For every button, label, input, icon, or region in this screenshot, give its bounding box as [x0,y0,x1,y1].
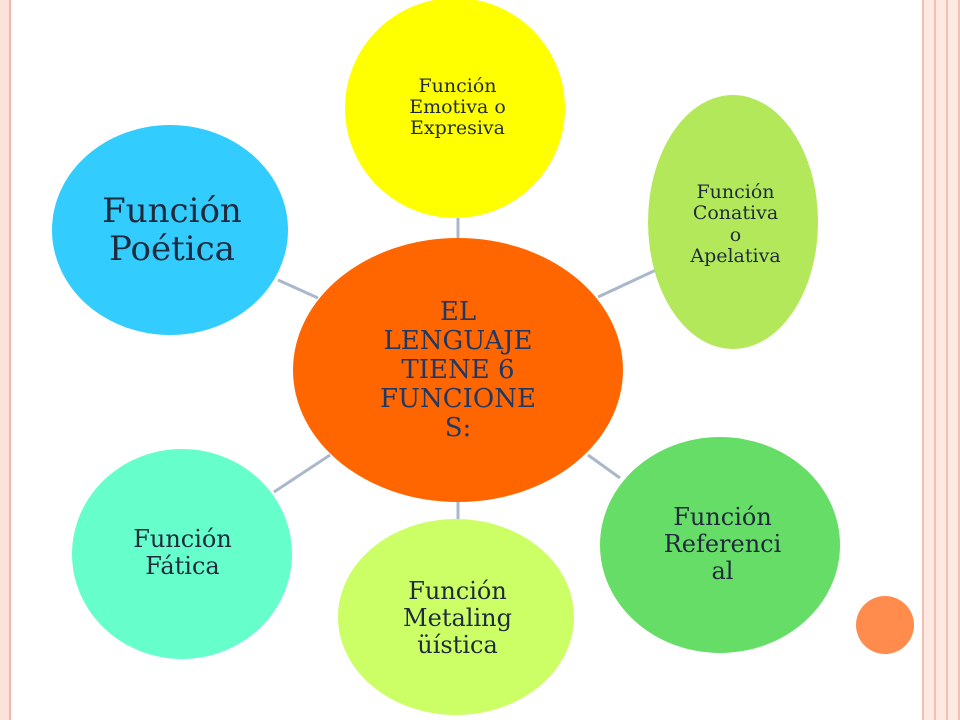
label-line: Función [102,190,242,231]
label-line: Metaling [403,604,512,633]
label-line: Poética [109,229,235,269]
label-poetica: Función Poética [72,180,272,280]
label-line: Apelativa [690,244,781,267]
label-conativa: Función Conativa o Apelativa [668,152,803,297]
label-line: Expresiva [410,117,505,140]
node-metalinguistica [338,519,574,715]
node-emotiva [345,0,565,218]
label-fatica: Función Fática [95,508,270,598]
label-metalinguistica: Función Metaling üística [365,556,550,681]
center-label: EL LENGUAJE TIENE 6 FUNCIONE S: [318,258,598,483]
slide-left-border [0,0,11,720]
connector-poetica [277,278,319,300]
label-line: Función [408,577,507,606]
label-line: o [729,223,742,246]
node-conativa [648,95,818,349]
label-line: Fática [145,552,220,580]
center-lines: EL LENGUAJE TIENE 6 FUNCIONE S: [380,296,536,444]
node-referencial [600,437,840,653]
label-line: al [711,556,734,585]
connector-fatica [273,453,331,494]
label-emotiva: Función Emotiva o Expresiva [375,55,540,160]
label-referencial: Función Referenci al [625,482,820,607]
node-fatica [72,449,292,659]
connector-referencial [587,453,621,480]
accent-dot [856,596,914,654]
label-line: üística [417,630,498,659]
center-line: TIENE 6 [401,354,515,385]
node-center [293,238,623,502]
center-line: FUNCIONE [380,384,536,415]
label-line: Función [418,74,497,97]
slide-right-border [920,0,960,720]
center-line: S: [444,413,472,444]
connector-conativa [597,268,657,299]
label-line: Función [696,180,775,203]
center-line: LENGUAJE [383,325,533,356]
connectors [273,218,657,520]
label-line: Conativa [692,202,779,225]
label-line: Función [673,503,772,532]
label-line: Función [133,525,232,554]
node-poetica [52,125,288,335]
center-line: EL [439,296,477,327]
label-line: Referenci [663,530,782,559]
label-line: Emotiva o [409,95,506,118]
